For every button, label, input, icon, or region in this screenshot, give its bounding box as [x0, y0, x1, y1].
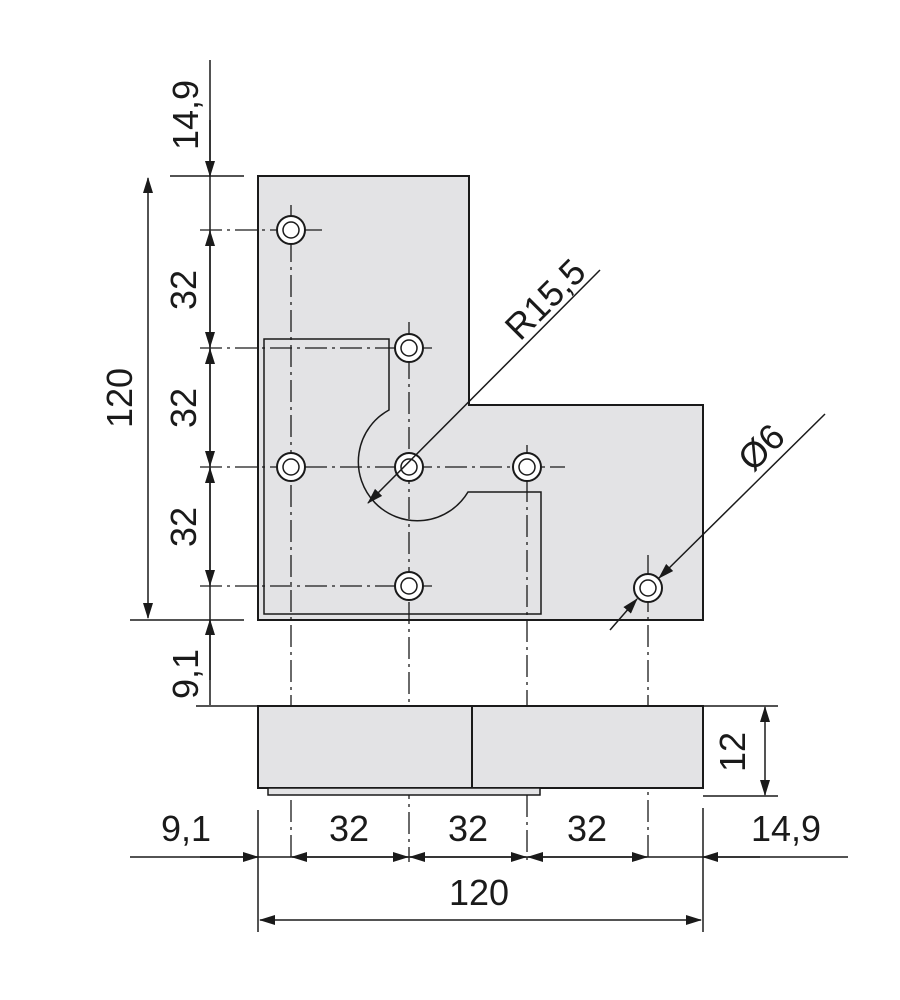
left-margin-label: 9,1	[161, 808, 211, 849]
horizontal-dimension-labels: 9,1 32 32 32 14,9 120	[161, 808, 821, 913]
vertical-dimensions	[130, 60, 258, 707]
hole	[276, 215, 306, 245]
hole	[394, 333, 424, 363]
spacing-label: 32	[163, 388, 204, 428]
top-margin-label: 14,9	[165, 80, 206, 150]
radius-label: R15,5	[497, 251, 594, 348]
hole	[633, 573, 663, 603]
plate-top-view	[257, 175, 704, 621]
hole	[512, 452, 542, 482]
hole	[394, 452, 424, 482]
overall-width-label: 120	[449, 872, 509, 913]
side-view-recess	[267, 787, 541, 796]
mounting-holes	[276, 215, 663, 603]
plate-side-view	[257, 705, 704, 789]
hole	[276, 452, 306, 482]
hole-diameter-label: Ø6	[730, 416, 793, 479]
thickness-label: 12	[712, 732, 753, 772]
vertical-dimension-labels: 14,9 120 32 32 32 9,1	[99, 80, 206, 699]
spacing-label: 32	[163, 507, 204, 547]
recess-outline	[263, 338, 542, 615]
bottom-margin-label: 9,1	[165, 649, 206, 699]
right-margin-label: 14,9	[751, 808, 821, 849]
hole	[394, 571, 424, 601]
spacing-label: 32	[163, 270, 204, 310]
spacing-label: 32	[567, 808, 607, 849]
horizontal-dimensions	[130, 808, 848, 932]
spacing-label: 32	[329, 808, 369, 849]
overall-height-label: 120	[99, 368, 140, 428]
thickness-dimension: 12	[703, 705, 778, 797]
spacing-label: 32	[448, 808, 488, 849]
